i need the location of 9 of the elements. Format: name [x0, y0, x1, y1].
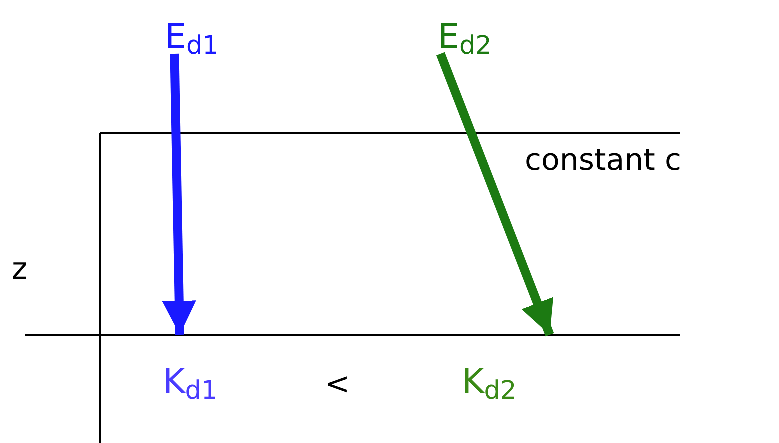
symbol-label: K$_{d1}$ — [163, 365, 218, 399]
symbol-label: K$_{d2}$ — [462, 365, 517, 399]
comparison-sign: < — [325, 370, 350, 400]
symbol-label: E$_{d2}$ — [438, 20, 492, 54]
arrow — [436, 52, 554, 337]
layer-label: constant c — [525, 146, 682, 176]
axis-label: z — [12, 255, 28, 285]
arrow — [162, 54, 196, 336]
symbol-label: E$_{d1}$ — [165, 20, 219, 54]
